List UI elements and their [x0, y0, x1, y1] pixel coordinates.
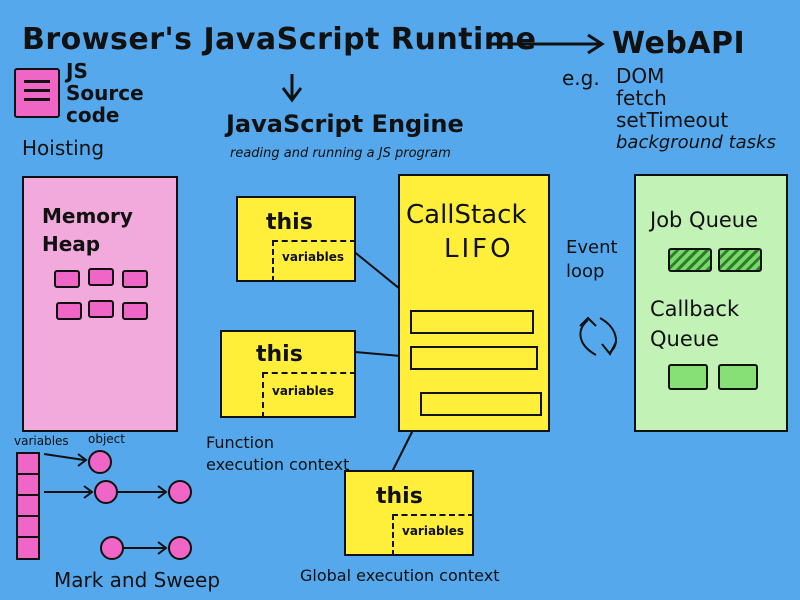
object-node: [100, 536, 124, 560]
callstack-subtitle: LIFO: [444, 234, 514, 264]
this-label: this: [376, 484, 423, 509]
this-label: this: [256, 342, 303, 367]
heap-block: [122, 302, 148, 320]
variables-area: [262, 372, 356, 418]
memory-heap-label: Memory Heap: [42, 204, 133, 256]
callstack-title: CallStack: [406, 200, 527, 230]
heap-block: [56, 302, 82, 320]
event-loop-label: Event loop: [566, 237, 618, 282]
heap-block: [88, 300, 114, 318]
variables-area: [392, 514, 474, 556]
webapi-item-settimeout: setTimeout: [616, 108, 729, 132]
webapi-item-fetch: fetch: [616, 86, 667, 110]
engine-subtitle: reading and running a JS program: [230, 146, 451, 161]
execution-context-box: this variables: [220, 330, 356, 418]
variables-array: [16, 452, 40, 560]
job-queue-item: [718, 248, 762, 272]
queues-panel: Job Queue Callback Queue: [634, 174, 788, 432]
job-queue-item: [668, 248, 712, 272]
memory-heap-panel: Memory Heap: [22, 176, 178, 432]
function-context-label: Function execution context: [206, 433, 350, 474]
execution-context-box: this variables: [344, 470, 474, 556]
stack-frame: [410, 310, 534, 334]
variables-area: [272, 240, 356, 282]
variables-label: variables: [272, 384, 335, 398]
engine-title: JavaScript Engine: [226, 110, 464, 138]
webapi-title: WebAPI: [612, 26, 746, 61]
global-context-label: Global execution context: [300, 566, 500, 585]
webapi-item-dom: DOM: [616, 64, 665, 88]
mark-and-sweep-label: Mark and Sweep: [54, 568, 221, 592]
callstack-panel: CallStack LIFO: [398, 174, 550, 432]
callback-queue-item: [718, 364, 758, 390]
object-node: [94, 480, 118, 504]
stack-frame: [410, 346, 538, 370]
object-node: [168, 480, 192, 504]
callback-queue-label: Callback Queue: [650, 297, 740, 351]
heap-block: [54, 270, 80, 288]
stack-frame: [420, 392, 542, 416]
hoisting-label: Hoisting: [22, 136, 105, 160]
heap-block: [122, 270, 148, 288]
this-label: this: [266, 210, 313, 235]
heap-block: [88, 268, 114, 286]
execution-context-box: this variables: [236, 196, 356, 282]
gc-object-label: object: [88, 432, 125, 446]
object-node: [168, 536, 192, 560]
webapi-item-background: background tasks: [616, 132, 776, 153]
js-file-icon: [14, 68, 60, 118]
variables-label: variables: [402, 524, 465, 538]
callback-queue-item: [668, 364, 708, 390]
webapi-eg: e.g.: [562, 66, 600, 90]
variables-label: variables: [282, 250, 345, 264]
job-queue-label: Job Queue: [650, 208, 759, 232]
js-source-label: JS Source code: [66, 59, 144, 127]
object-node: [88, 450, 112, 474]
gc-variables-label: variables: [14, 434, 69, 448]
runtime-title: Browser's JavaScript Runtime: [22, 22, 537, 57]
